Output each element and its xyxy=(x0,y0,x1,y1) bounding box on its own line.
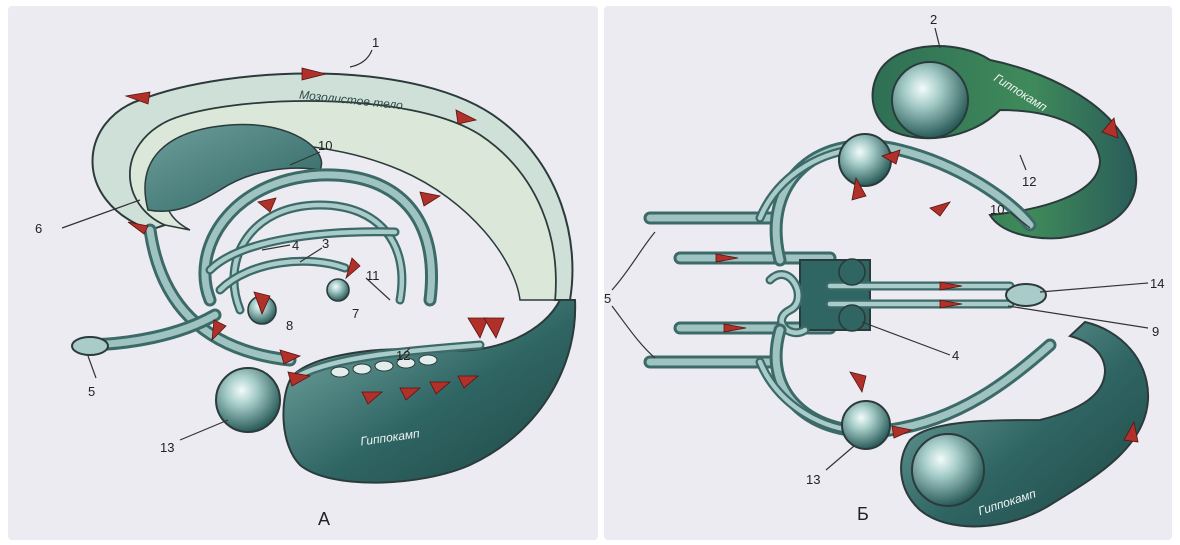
num-b-13: 13 xyxy=(806,472,820,487)
num-3: 3 xyxy=(322,236,329,251)
panel-letter-b: Б xyxy=(857,504,869,524)
num-5: 5 xyxy=(88,384,95,399)
num-6: 6 xyxy=(35,221,42,236)
num-8: 8 xyxy=(286,318,293,333)
num-b-9: 9 xyxy=(1152,324,1159,339)
num-4: 4 xyxy=(292,238,299,253)
num-b-4: 4 xyxy=(952,348,959,363)
amygdala xyxy=(216,368,280,432)
sphere-upper-small xyxy=(839,134,891,186)
num-b-12: 12 xyxy=(1022,174,1036,189)
num-13: 13 xyxy=(160,440,174,455)
sphere-lower-small xyxy=(842,401,890,449)
num-12: 12 xyxy=(396,348,410,363)
num-11: 11 xyxy=(366,268,380,283)
num-1: 1 xyxy=(372,35,379,50)
sphere-lower-large xyxy=(912,434,984,506)
num-b-14: 14 xyxy=(1150,276,1164,291)
panel-a: Мозолистое тело Гиппокамп 1 10 6 4 3 8 7… xyxy=(8,6,598,540)
anterior-nucleus xyxy=(327,279,349,301)
num-7: 7 xyxy=(352,306,359,321)
num-b-5: 5 xyxy=(604,291,611,306)
num-10: 10 xyxy=(318,138,332,153)
panel-letter-a: А xyxy=(318,509,330,529)
num-b-10: 10 xyxy=(990,202,1004,217)
num-b-2: 2 xyxy=(930,12,937,27)
sphere-upper-large xyxy=(892,62,968,138)
panel-b: Гиппокамп Гиппокамп 2 12 10 5 14 9 4 13 … xyxy=(604,6,1172,540)
